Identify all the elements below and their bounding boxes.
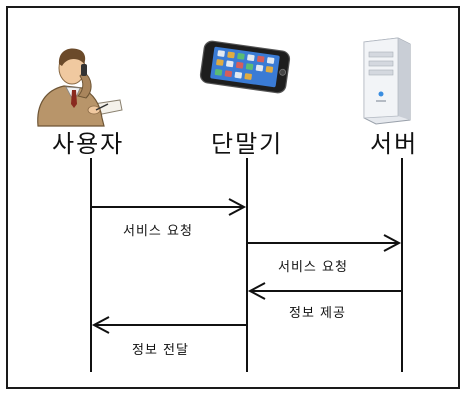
message-label-2: 서비스 요청 <box>278 260 348 275</box>
message-label-3: 정보 제공 <box>289 306 346 321</box>
arrow-head-1 <box>228 198 247 216</box>
arrow-head-3 <box>247 282 266 300</box>
arrow-head-2 <box>383 234 402 252</box>
message-label-1: 서비스 요청 <box>123 224 193 239</box>
businessman-on-phone-icon <box>37 48 123 127</box>
message-label-4: 정보 전달 <box>132 343 189 358</box>
actor-label-user: 사용자 <box>52 130 125 158</box>
server-tower-icon <box>363 37 411 125</box>
actor-label-device: 단말기 <box>211 130 284 158</box>
smartphone-icon <box>199 40 291 94</box>
actor-label-server: 서버 <box>370 130 419 158</box>
arrow-head-4 <box>91 316 110 334</box>
